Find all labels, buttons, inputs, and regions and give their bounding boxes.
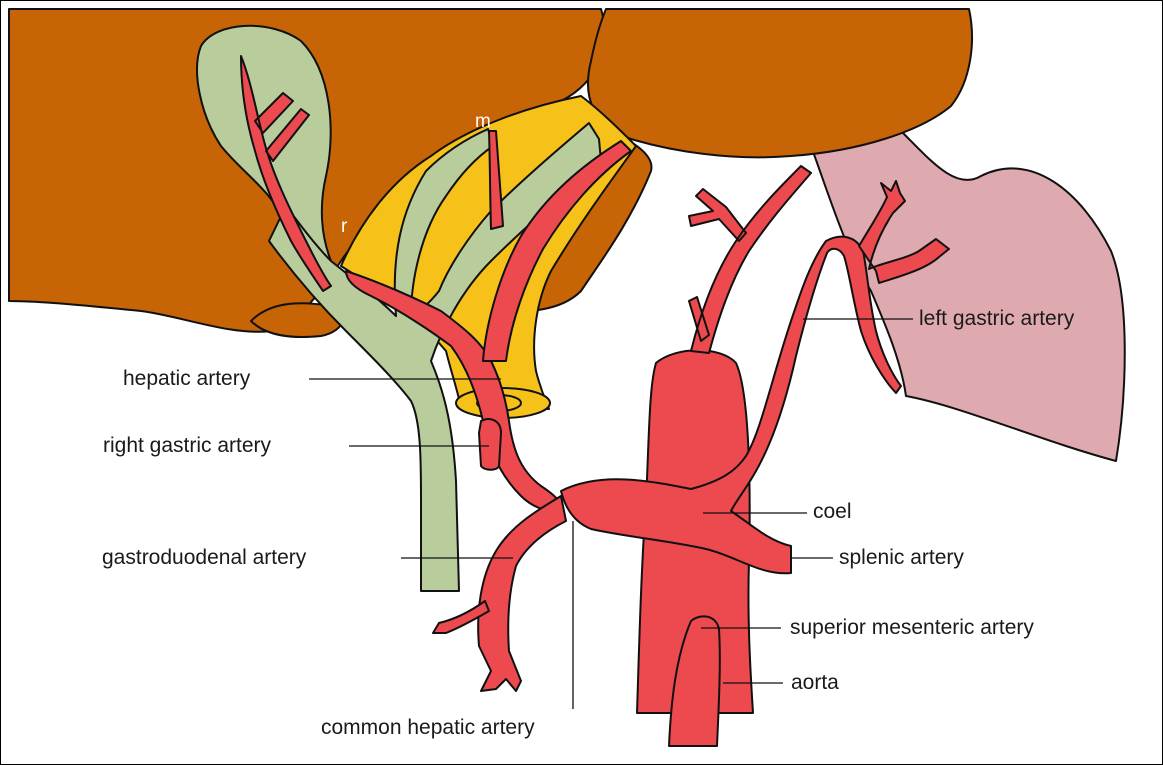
right-gastric-artery [479, 419, 501, 470]
label-aorta: aorta [791, 672, 839, 693]
label-coel: coel [813, 501, 852, 522]
label-superior-mesenteric-artery: superior mesenteric artery [790, 617, 1034, 638]
label-splenic-artery: splenic artery [839, 547, 964, 568]
label-gastroduodenal-artery: gastroduodenal artery [102, 547, 306, 568]
liver-left-lobe [588, 9, 972, 157]
label-hepatic-artery: hepatic artery [123, 368, 250, 389]
label-left-gastric-artery: left gastric artery [919, 308, 1074, 329]
gastroduodenal-artery [478, 496, 566, 691]
marker-r: r [341, 217, 347, 236]
label-common-hepatic-artery: common hepatic artery [321, 717, 535, 738]
label-right-gastric-artery: right gastric artery [103, 435, 271, 456]
marker-m: m [475, 112, 491, 131]
